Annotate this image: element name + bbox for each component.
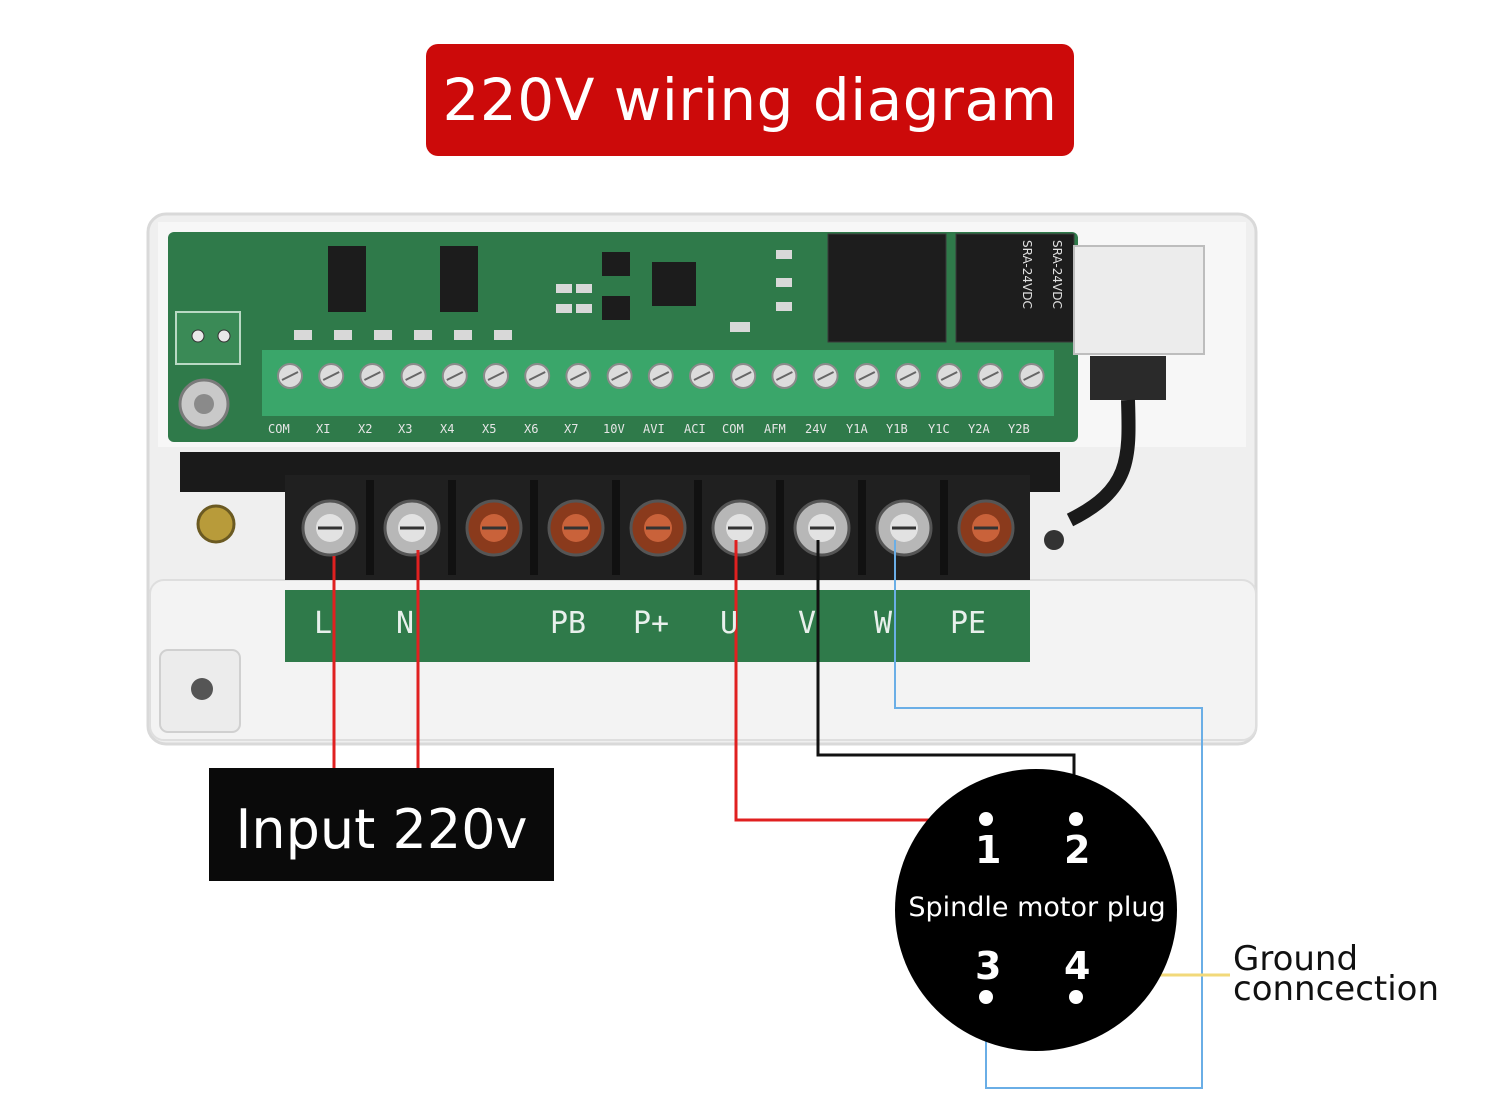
power-label-W: W — [874, 606, 893, 641]
plug-pin-hole — [979, 990, 993, 1004]
control-label: Y2A — [968, 422, 990, 436]
screw-slot — [363, 371, 381, 381]
terminal-divider — [776, 480, 784, 575]
screw-slot — [734, 371, 752, 381]
control-label: COM — [268, 422, 290, 436]
input-label: Input 220v — [235, 798, 528, 861]
power-label-PB: PB — [550, 606, 587, 641]
wire-W — [894, 540, 1203, 1089]
screw-slot — [652, 371, 670, 381]
power-label-V: V — [798, 606, 817, 641]
terminal-divider — [448, 480, 456, 575]
ground-label-line1: Ground — [1233, 939, 1359, 979]
control-label: XI — [316, 422, 331, 436]
screw-slot — [940, 371, 958, 381]
screw-slot — [405, 371, 423, 381]
screw-slot — [446, 371, 464, 381]
control-label: Y2B — [1008, 422, 1030, 436]
screw-slot — [693, 371, 711, 381]
power-label-strip — [285, 590, 1030, 662]
relay — [827, 233, 947, 343]
control-label: COM — [722, 422, 744, 436]
input-box: Input 220v — [209, 768, 554, 881]
pin-3-label: 3 — [975, 944, 1002, 988]
screw-slot — [528, 371, 546, 381]
control-label: 24V — [805, 422, 827, 436]
control-label: Y1B — [886, 422, 908, 436]
screw-slot — [487, 371, 505, 381]
pin-4-label: 4 — [1064, 944, 1091, 988]
screw-slot — [1023, 371, 1041, 381]
title-banner: 220V wiring diagram — [426, 44, 1074, 156]
control-label: 10V — [603, 422, 625, 436]
spindle-plug-label: Spindle motor plug — [908, 892, 1166, 923]
terminal-divider — [612, 480, 620, 575]
screw-slot — [281, 371, 299, 381]
ground-label: Ground conncection — [1233, 939, 1440, 1009]
power-label-PE: PE — [950, 606, 987, 641]
plug-pin-hole — [1069, 812, 1083, 826]
screw-slot — [611, 371, 629, 381]
control-label: X7 — [564, 422, 579, 436]
control-label: Y1C — [928, 422, 950, 436]
spindle-plug-disc — [895, 769, 1177, 1051]
power-label-P+: P+ — [633, 606, 670, 641]
pin-1-label: 1 — [975, 828, 1002, 872]
screw-slot — [981, 371, 999, 381]
pin-2-label: 2 — [1064, 828, 1091, 872]
relay-text: SRA-24VDC — [1050, 240, 1064, 309]
control-label: X6 — [524, 422, 539, 436]
plug-pin-hole — [1069, 990, 1083, 1004]
control-label: Y1A — [846, 422, 868, 436]
screw-slot — [775, 371, 793, 381]
power-label-L: L — [314, 606, 333, 641]
screw-slot — [322, 371, 340, 381]
wire-U — [734, 540, 985, 822]
terminal-divider — [530, 480, 538, 575]
screw-slot — [817, 371, 835, 381]
terminal-divider — [940, 480, 948, 575]
control-label: X2 — [358, 422, 373, 436]
control-label: X4 — [440, 422, 455, 436]
mounting-hole — [191, 678, 213, 700]
diagram-title: 220V wiring diagram — [442, 66, 1058, 134]
control-label: X3 — [398, 422, 413, 436]
relay-text: SRA-24VDC — [1020, 240, 1034, 309]
plug-pin-hole — [979, 812, 993, 826]
terminal-divider — [858, 480, 866, 575]
control-label: AFM — [764, 422, 786, 436]
terminal-divider — [694, 480, 702, 575]
control-label: ACI — [684, 422, 706, 436]
power-label-N: N — [396, 606, 415, 641]
screw-slot — [899, 371, 917, 381]
control-label: X5 — [482, 422, 497, 436]
terminal-divider — [366, 480, 374, 575]
ground-label-line2: conncection — [1233, 969, 1440, 1009]
screw-slot — [858, 371, 876, 381]
relay — [955, 233, 1075, 343]
rj45-jack — [1073, 245, 1205, 355]
control-label: AVI — [643, 422, 665, 436]
screw-slot — [569, 371, 587, 381]
power-label-U: U — [720, 606, 739, 641]
